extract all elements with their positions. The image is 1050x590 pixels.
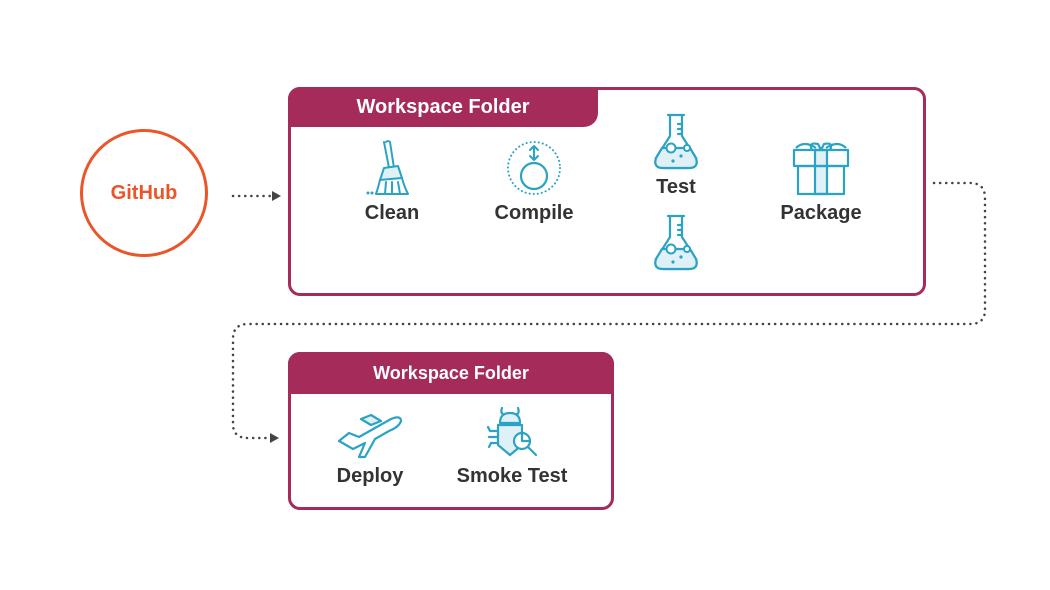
arrowhead-stage1 [272,191,281,201]
step-test: Test [631,112,721,199]
bug-search-icon [484,405,540,461]
arrowhead-stage2 [270,433,279,443]
step-package: Package [761,138,881,225]
github-label: GitHub [110,181,178,204]
gift-icon [790,138,852,198]
stage-1-title: Workspace Folder [288,87,598,127]
step-label: Clean [364,202,420,224]
github-node: GitHub [80,129,208,257]
stage-2-title: Workspace Folder [288,352,614,394]
workspace-folder-stage-2: Workspace Folder Deploy [288,352,614,510]
step-clean: Clean [347,138,437,225]
broom-icon [364,138,420,198]
flask-icon [651,112,701,172]
step-label: Compile [494,202,574,224]
step-label: Package [780,202,862,224]
step-label: Smoke Test [456,465,568,487]
step-label: Test [656,176,696,198]
compile-icon [504,138,564,198]
step-deploy: Deploy [325,411,415,488]
step-smoke-test: Smoke Test [447,405,577,488]
step-compile: Compile [479,138,589,225]
workspace-folder-stage-1: Workspace Folder Clean [288,87,926,296]
step-test-second-flask [651,213,701,273]
flask-icon [651,213,701,273]
step-label: Deploy [336,465,404,487]
airplane-icon [335,411,405,461]
